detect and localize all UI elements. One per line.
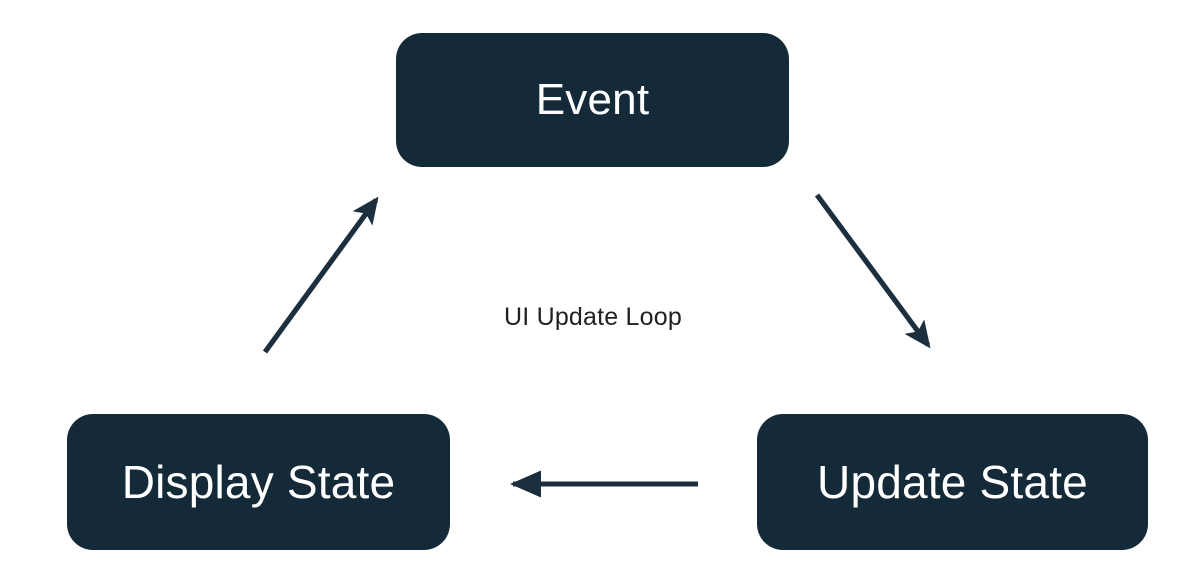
node-event-label: Event [535,75,650,124]
edge-display-state-to-event [262,196,379,354]
node-update-state-label: Update State [817,456,1088,508]
node-update-state[interactable]: Update State [757,414,1148,550]
edge-event-to-update-state [814,193,931,349]
node-display-state-label: Display State [121,456,396,508]
node-display-state[interactable]: Display State [67,414,450,550]
node-event[interactable]: Event [396,33,789,167]
diagram-title: UI Update Loop [504,303,682,331]
